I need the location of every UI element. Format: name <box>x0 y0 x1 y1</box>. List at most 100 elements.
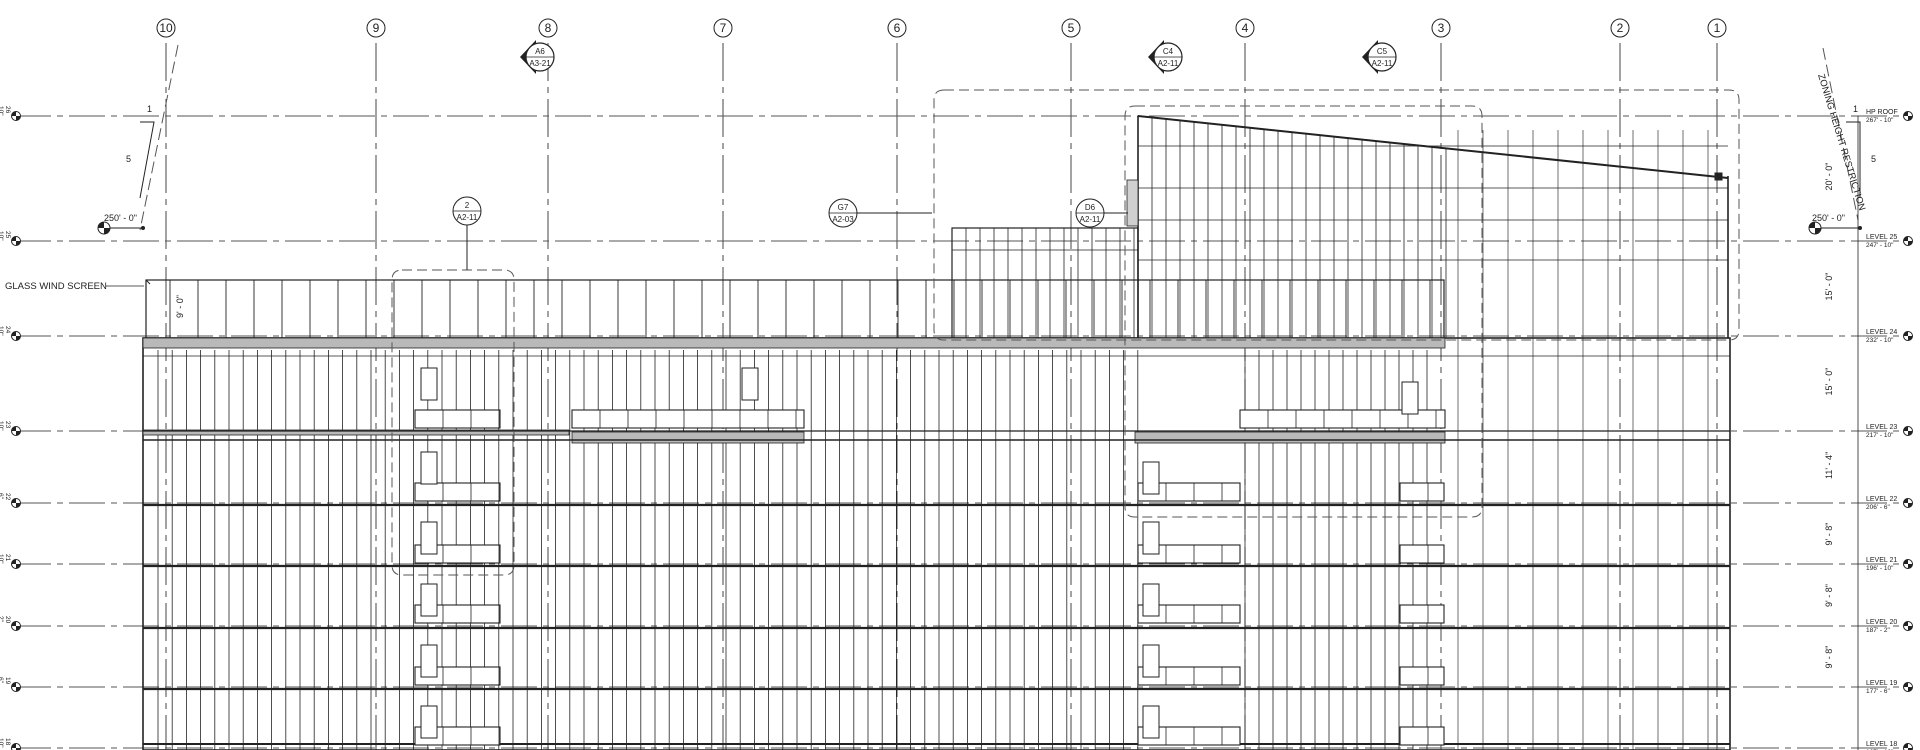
level-target-fill <box>11 621 16 626</box>
detail-tag-2: 2 A2-11 <box>452 196 482 270</box>
balcony <box>414 482 501 502</box>
level-name: LEVEL 25 <box>1866 234 1897 241</box>
dimension-text: 15' - 0" <box>1824 368 1834 396</box>
balcony-rail <box>1239 409 1446 429</box>
level-cut-label: 22 <box>4 493 11 501</box>
grid-bubble <box>1431 18 1451 38</box>
level-target-fill <box>11 682 16 687</box>
slope-rise-right: 1 <box>1853 104 1858 114</box>
balcony-rail <box>571 409 805 429</box>
grid-bubble <box>156 18 176 38</box>
detail-tag-g7: G7 A2-03 <box>828 198 932 228</box>
level-target-fill <box>11 426 16 431</box>
grid-bubble-label: 7 <box>720 21 727 35</box>
level-target-fill <box>1908 336 1913 341</box>
balcony-door <box>420 583 438 617</box>
section-marker-c5: C5 A2-11 <box>1362 40 1397 74</box>
level-elevation: 177' - 6" <box>1866 688 1890 695</box>
balcony-door <box>420 705 438 739</box>
gridline-2: 2 <box>1610 18 1630 750</box>
level-elevation: 217' - 10" <box>1866 432 1894 439</box>
balcony-door <box>1142 705 1160 739</box>
level-name: LEVEL 24 <box>1866 329 1897 336</box>
level-cut-elev: 10" <box>0 421 4 431</box>
level-cut-elev: 10" <box>0 231 4 241</box>
level-cut-label: 20 <box>4 616 11 624</box>
dimension-left: 9' - 0" <box>175 295 185 318</box>
section-marker-bottom: A3-21 <box>529 59 551 68</box>
level-elevation: 187' - 2" <box>1866 627 1890 634</box>
elevation-label-right: 250' - 0" <box>1812 213 1845 223</box>
level-target-fill <box>16 564 21 569</box>
level-cut-label: 25 <box>4 231 11 239</box>
balcony-door <box>420 521 438 555</box>
dimension-text: 9' - 8" <box>1824 523 1834 546</box>
level-target-fill <box>1903 236 1908 241</box>
dimension-text: 20' - 0" <box>1824 163 1834 191</box>
level-target-fill <box>1903 621 1908 626</box>
level-cut-elev: 6" <box>0 493 4 500</box>
callout-boundaries <box>391 89 1740 576</box>
level-target-fill <box>16 503 21 508</box>
level-name: LEVEL 18 <box>1866 741 1897 748</box>
balcony-door <box>1142 644 1160 678</box>
level-elevation: 196' - 10" <box>1866 565 1894 572</box>
balcony-rail <box>1137 604 1241 624</box>
balcony-door <box>420 644 438 678</box>
level-cut-elev: 10" <box>0 326 4 336</box>
grid-bubble-label: 4 <box>1242 21 1249 35</box>
balcony-rail <box>1399 726 1445 746</box>
gridline-10: 10 <box>156 18 176 750</box>
floor-lines <box>143 355 1730 745</box>
balcony <box>1399 482 1445 502</box>
section-marker-top: A6 <box>535 47 545 56</box>
elevation-marker-right: 250' - 0" <box>1808 213 1862 235</box>
balcony <box>1239 409 1446 429</box>
level-cut-label: 18 <box>4 738 11 746</box>
detail-tag-bottom: A2-03 <box>832 215 854 224</box>
level-target-fill <box>1903 426 1908 431</box>
slope-rise-left: 1 <box>147 104 152 114</box>
level-name: HP ROOF <box>1866 109 1898 116</box>
slope-run-left: 5 <box>126 154 131 164</box>
gridline-8: 8 <box>538 18 558 750</box>
level-cut-label: 26 <box>4 106 11 114</box>
grid-bubble <box>1610 18 1630 38</box>
section-marker-bottom: A2-11 <box>1158 59 1179 68</box>
section-marker-top: C4 <box>1163 47 1174 56</box>
level-target-fill <box>11 559 16 564</box>
balcony-rail <box>1399 604 1445 624</box>
level-target-fill <box>11 236 16 241</box>
detail-tag-d6: D6 A2-11 <box>1075 198 1128 228</box>
level-cut-label: 24 <box>4 326 11 334</box>
grid-bubble-label: 10 <box>159 21 173 35</box>
grid-bubble-label: 6 <box>894 21 901 35</box>
balcony-rail <box>414 482 501 502</box>
slope-run-right: 5 <box>1871 154 1876 164</box>
grid-bubble <box>366 18 386 38</box>
zoning-height-restriction-label: ZONING HEIGHT RESTRICTION <box>1815 73 1867 212</box>
balcony-door <box>741 367 759 401</box>
level-target-fill <box>1903 559 1908 564</box>
grid-bubble <box>1707 18 1727 38</box>
balcony-door <box>420 367 438 401</box>
grid-bubble-label: 8 <box>545 21 552 35</box>
glass-wind-screen-note: GLASS WIND SCREEN <box>5 281 144 292</box>
balconies <box>414 367 1446 746</box>
balcony <box>414 409 501 429</box>
level-name: LEVEL 20 <box>1866 619 1897 626</box>
balcony <box>1399 544 1445 564</box>
grid-bubble <box>1235 18 1255 38</box>
detail-tag-top: D6 <box>1085 203 1096 212</box>
balcony <box>1137 544 1241 564</box>
balcony-rail <box>1137 482 1241 502</box>
level-name: LEVEL 21 <box>1866 557 1897 564</box>
level-cut-label: 23 <box>4 421 11 429</box>
level-target-fill <box>11 498 16 503</box>
